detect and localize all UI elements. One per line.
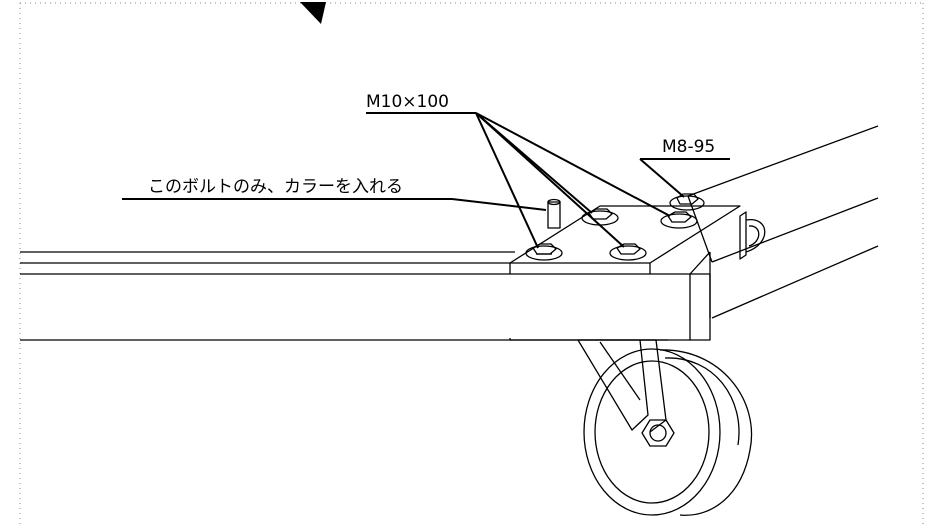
collar — [547, 198, 561, 229]
beam-end — [689, 251, 711, 341]
dotted-frame — [19, 2, 924, 525]
bolt-front-left — [525, 243, 563, 261]
bolt-rear-right — [660, 211, 698, 229]
bolt-m8 — [669, 193, 705, 211]
bolt-rear-left — [581, 208, 619, 226]
bolt-spec-label: M10×100 — [366, 92, 449, 112]
leader-m8 — [639, 158, 730, 198]
bolt-spec-small-label: M8-95 — [662, 137, 716, 157]
collar-note-label: このボルトのみ、カラーを入れる — [148, 177, 403, 197]
caster-wheel — [583, 348, 753, 516]
side-rail — [687, 125, 879, 319]
arrow-tip — [300, 2, 326, 24]
axle-nut — [641, 419, 675, 447]
handle-loop — [739, 211, 766, 260]
leader-collar — [122, 198, 547, 211]
top-plate — [509, 205, 741, 274]
bolt-front-right — [609, 243, 647, 261]
caster-bracket — [577, 339, 668, 433]
leader-m10 — [366, 112, 671, 249]
front-beam — [20, 251, 690, 341]
